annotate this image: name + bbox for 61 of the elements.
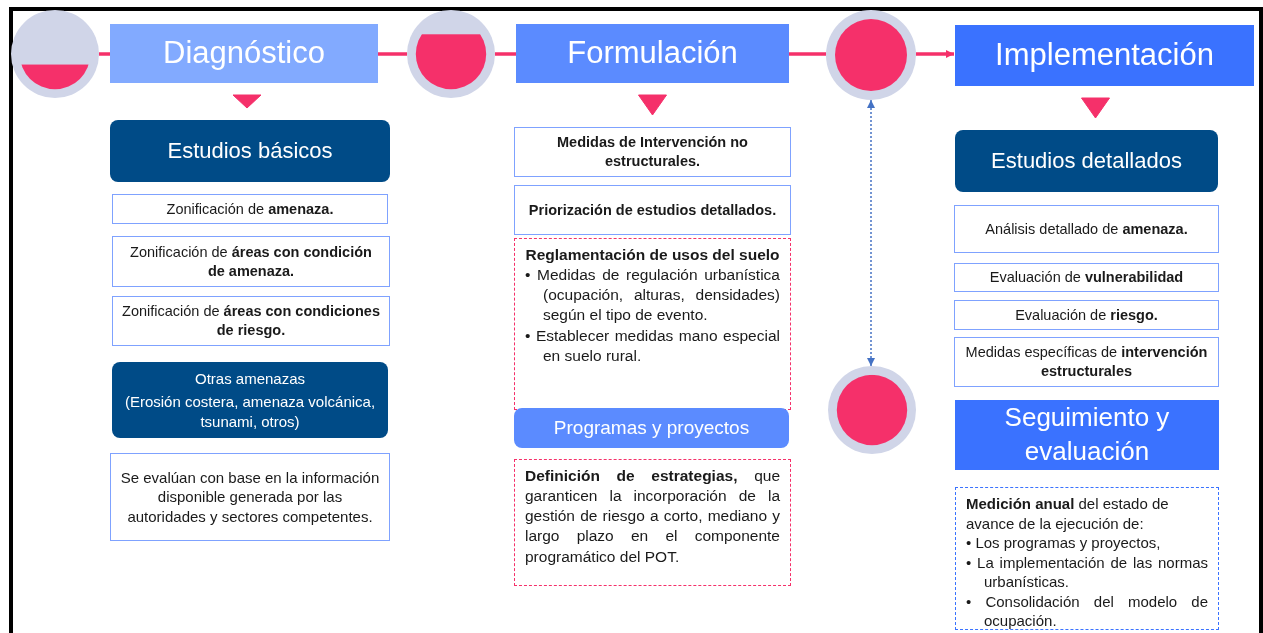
body-text: Seguimiento y evaluación	[1003, 401, 1171, 468]
phase-header	[110, 24, 378, 83]
dashed-box	[514, 238, 791, 410]
connector-line	[789, 52, 826, 56]
chevron-arrow	[1081, 97, 1110, 119]
progress-circle	[11, 10, 99, 98]
section-header	[514, 408, 789, 448]
body-text: Formulación	[567, 34, 738, 73]
double-arrow	[867, 99, 875, 367]
dashed-box	[514, 459, 791, 586]
connector-line	[378, 52, 407, 56]
progress-circle	[826, 10, 916, 100]
body-text: Zonificación de amenaza.	[166, 199, 334, 219]
text-box	[954, 205, 1219, 253]
text-box	[954, 263, 1219, 292]
bullet-item: • Los programas y proyectos,	[966, 533, 1162, 553]
body-text: Implementación	[995, 36, 1214, 75]
body-text: Priorización de estudios detallados.	[528, 200, 777, 220]
phase-header	[516, 24, 789, 83]
body-text: Evaluación de riesgo.	[1015, 305, 1158, 325]
body-text: Definición de estrategias, que garanticen la incorporación de la gestión de riesgo a corto, mediano y largo plazo en el componente programático del POT.	[525, 466, 780, 567]
text-box	[112, 236, 390, 287]
bullet-item: • Medidas de regulación urbanística (ocupación, alturas, densidades) según el tipo de evento.	[525, 265, 780, 326]
heading-text: Reglamentación de usos del suelo	[525, 245, 780, 265]
body-text: Análisis detallado de amenaza.	[985, 219, 1188, 239]
bullet-item: • Establecer medidas mano especial en suelo rural.	[525, 325, 780, 366]
arrow	[916, 50, 954, 58]
body-text: Zonificación de áreas con condición de amenaza.	[129, 242, 373, 281]
body-text: Zonificación de áreas con condiciones de riesgo.	[121, 302, 381, 340]
text-box	[514, 127, 791, 177]
bullet-item: • Consolidación del modelo de ocupación.	[966, 591, 1208, 631]
heading-text: Medición anual del estado de avance de la ejecución de:	[966, 494, 1170, 533]
body-text: Diagnóstico	[163, 34, 325, 73]
bullet-item: • La implementación de las normas urbanísticas.	[966, 552, 1208, 592]
body-text: Se evalúan con base en la información disponible generada por las autoridades y sectores competentes.	[119, 467, 381, 527]
text-box	[112, 296, 390, 346]
text-box	[954, 337, 1219, 387]
body-text: Medidas específicas de intervención estructurales	[964, 343, 1209, 381]
phase-header	[955, 25, 1254, 86]
progress-circle	[828, 366, 916, 454]
body-text: Medidas de Intervención no estructurales.	[556, 133, 749, 171]
chevron-arrow	[232, 94, 262, 109]
connector-line	[495, 52, 516, 56]
info-card	[112, 362, 388, 438]
connector-line	[99, 52, 110, 56]
body-text: (Erosión costera, amenaza volcánica, tsunami, otros)	[123, 392, 377, 432]
heading-text: Otras amenazas	[194, 368, 305, 389]
body-text: Estudios básicos	[167, 136, 333, 165]
dashed-box	[955, 487, 1219, 630]
section-header	[110, 120, 390, 182]
section-header	[955, 130, 1218, 192]
progress-circle	[407, 10, 495, 98]
chevron-arrow	[638, 94, 667, 116]
phase-header	[955, 400, 1219, 470]
text-box	[112, 194, 388, 224]
body-text: Evaluación de vulnerabilidad	[989, 268, 1184, 287]
body-text: Programas y proyectos	[553, 415, 750, 440]
text-box	[514, 185, 791, 235]
body-text: Estudios detallados	[991, 146, 1182, 175]
text-box	[954, 300, 1219, 330]
text-box	[110, 453, 390, 541]
